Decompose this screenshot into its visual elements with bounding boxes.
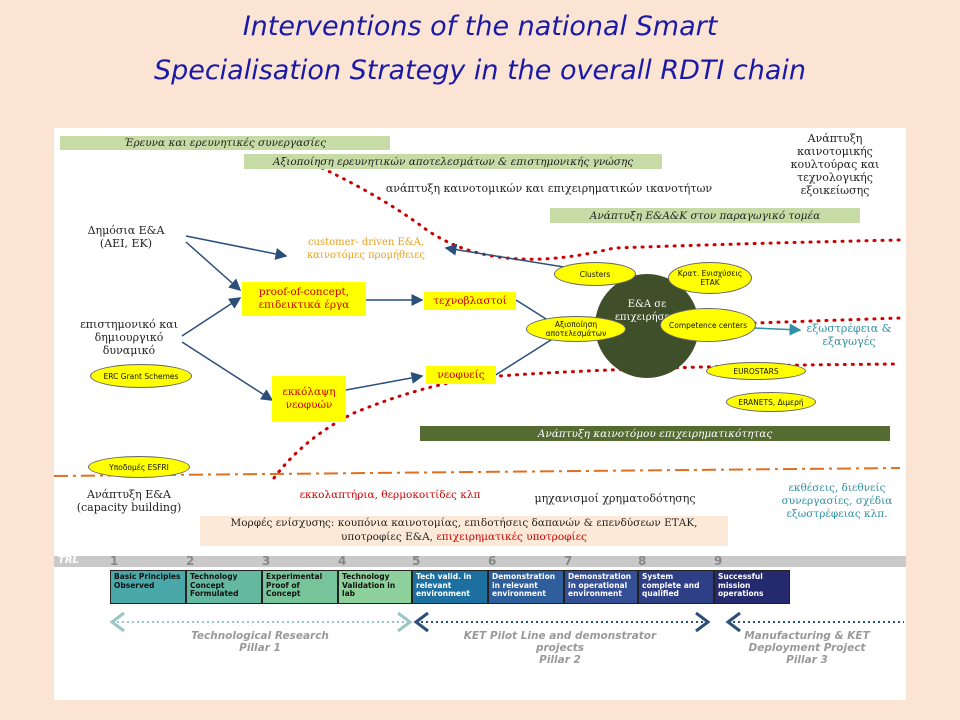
- red-dotted-curve-top: [320, 166, 902, 261]
- label-public-rd: Δημόσια Ε&Α (ΑΕΙ, ΕΚ): [66, 224, 186, 250]
- pillar-3: Manufacturing & KET Deployment Project P…: [714, 630, 900, 666]
- capacity-subtitle: (capacity building): [76, 501, 182, 514]
- pillar-3-title: Manufacturing & KET Deployment Project: [744, 630, 870, 654]
- label-innovation-culture: Ανάπτυξη καινοτομικής κουλτούρας και τεχ…: [790, 132, 880, 197]
- title-line-2: Specialisation Strategy in the overall R…: [153, 55, 807, 86]
- trl-num-4: 4: [338, 554, 347, 568]
- label-fairs: εκθέσεις, διεθνείς συνεργασίες, σχέδια ε…: [781, 482, 893, 520]
- bar-exploitation: Αξιοποίηση ερευνητικών αποτελεσμάτων & ε…: [244, 154, 662, 169]
- trl-cell-4: Technology Validation in lab: [338, 570, 412, 604]
- title-line-1: Interventions of the national Smart: [242, 11, 718, 42]
- trl-num-5: 5: [412, 554, 421, 568]
- trl-header-line: [54, 556, 906, 567]
- ellipse-state-aid: Κρατ. Ενισχύσεις ΕΤΑΚ: [668, 262, 752, 294]
- pillar-2: KET Pilot Line and demonstrator projects…: [450, 630, 670, 666]
- bar-research: Έρευνα και ερευνητικές συνεργασίες: [60, 136, 390, 150]
- ellipse-eurostars: EUROSTARS: [706, 362, 806, 380]
- trl-num-9: 9: [714, 554, 723, 568]
- support-forms-line2: υποτροφίες Ε&Α, επιχειρηματικές υποτροφί…: [200, 530, 728, 544]
- box-proof-of-concept: proof-of-concept, επιδεικτικά έργα: [242, 282, 366, 316]
- ellipse-results: Αξιοποίηση αποτελεσμάτων: [526, 316, 626, 342]
- support-forms-business: επιχειρηματικές υποτροφίες: [436, 531, 587, 543]
- label-extroversion: εξωστρέφεια & εξαγωγές: [806, 322, 892, 348]
- box-startups: νεοφυείς: [426, 366, 496, 384]
- pillar-3-sub: Pillar 3: [786, 654, 828, 666]
- label-scientific: επιστημονικό και δημιουργικό δυναμικό: [80, 318, 178, 357]
- trl-cell-9: Successful mission operations: [714, 570, 790, 604]
- public-rd-title: Δημόσια Ε&Α: [87, 224, 165, 237]
- trl-num-6: 6: [488, 554, 497, 568]
- label-incubators: εκκολαπτήρια, θερμοκοιτίδες κλπ: [299, 489, 481, 501]
- box-incubation: εκκόλαψη νεοφυών: [272, 376, 346, 422]
- support-forms-scholarships: υποτροφίες Ε&Α,: [341, 531, 433, 543]
- support-forms-box: Μορφές ενίσχυσης: κουπόνια καινοτομίας, …: [200, 516, 728, 546]
- ellipse-erc: ERC Grant Schemes: [90, 364, 192, 388]
- public-rd-subtitle: (ΑΕΙ, ΕΚ): [99, 237, 153, 250]
- trl-cell-1: Basic Principles Observed: [110, 570, 186, 604]
- bar-rdi-production: Ανάπτυξη Ε&Α&Κ στον παραγωγικό τομέα: [550, 208, 860, 223]
- ellipse-clusters: Clusters: [554, 262, 636, 286]
- diagram-panel: Έρευνα και ερευνητικές συνεργασίες Αξιοπ…: [54, 128, 906, 700]
- trl-cell-3: Experimental Proof of Concept: [262, 570, 338, 604]
- trl-num-1: 1: [110, 554, 119, 568]
- support-forms-line1: Μορφές ενίσχυσης: κουπόνια καινοτομίας, …: [230, 517, 698, 529]
- capacity-title: Ανάπτυξη Ε&Α: [87, 488, 171, 501]
- pillar-1-sub: Pillar 1: [239, 642, 281, 654]
- trl-num-3: 3: [262, 554, 271, 568]
- hub-label: Ε&Α σε επιχειρήσεις: [614, 299, 680, 323]
- trl-num-8: 8: [638, 554, 647, 568]
- trl-num-2: 2: [186, 554, 195, 568]
- label-capacity-building: Ανάπτυξη Ε&Α (capacity building): [64, 488, 194, 514]
- pillar-2-sub: Pillar 2: [539, 654, 581, 666]
- trl-cell-8: System complete and qualified: [638, 570, 714, 604]
- trl-label: TRL: [58, 555, 79, 566]
- trl-cell-2: Technology Concept Formulated: [186, 570, 262, 604]
- orange-separator: [54, 467, 901, 477]
- label-funding: μηχανισμοί χρηματοδότησης: [534, 492, 696, 505]
- label-customer-driven: customer- driven Ε&Α, καινοτόμες προμήθε…: [307, 237, 425, 261]
- pillar-2-title: KET Pilot Line and demonstrator projects: [463, 630, 657, 654]
- ellipse-competence: Competence centers: [660, 308, 756, 342]
- pillar-1-title: Technological Research: [191, 630, 329, 642]
- ellipse-esfri: Υποδομές ESFRI: [88, 456, 190, 478]
- trl-cell-7: Demonstration in operational environment: [564, 570, 638, 604]
- trl-num-7: 7: [564, 554, 573, 568]
- box-spinoffs: τεχνοβλαστοί: [424, 292, 516, 310]
- bar-entrepreneurship: Ανάπτυξη καινοτόμου επιχειρηματικότητας: [420, 426, 890, 441]
- pillar-1: Technological Research Pillar 1: [150, 630, 370, 654]
- trl-cell-6: Demonstration in relevant environment: [488, 570, 564, 604]
- trl-cell-5: Tech valid. in relevant environment: [412, 570, 488, 604]
- ellipse-eranets: ERANETS, Διμερή: [726, 392, 816, 412]
- hub-circle: [595, 274, 699, 378]
- red-dotted-curve-mid: [752, 316, 902, 325]
- red-dotted-curve-low: [272, 362, 902, 480]
- label-capabilities: ανάπτυξη καινοτομικών και επιχειρηματικώ…: [385, 182, 713, 195]
